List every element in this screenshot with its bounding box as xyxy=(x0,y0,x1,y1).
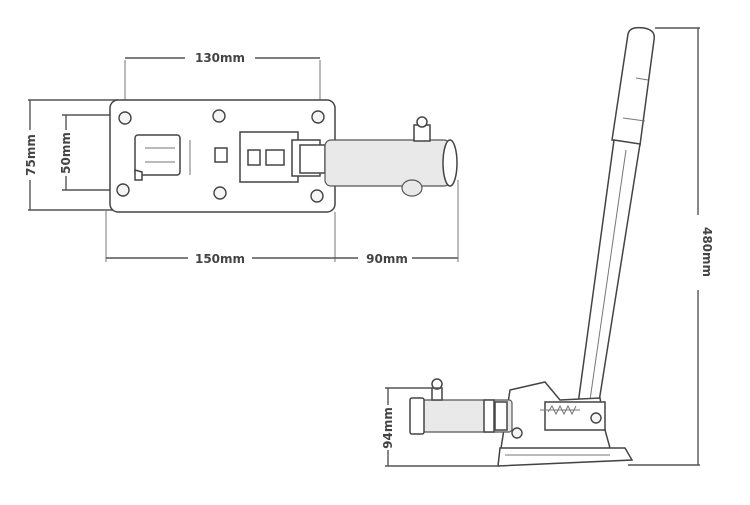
mount-hole xyxy=(212,109,226,123)
master-cylinder-side xyxy=(409,378,513,435)
label-150mm: 150mm xyxy=(195,252,245,266)
dimension-94mm: 94mm xyxy=(381,387,500,467)
top-view: 130mm 75mm 50mm xyxy=(24,51,459,266)
label-50mm: 50mm xyxy=(59,132,73,174)
lever-base xyxy=(497,381,634,467)
label-480mm: 480mm xyxy=(700,227,714,277)
mount-hole xyxy=(118,111,132,125)
label-94mm: 94mm xyxy=(381,407,395,449)
label-130mm: 130mm xyxy=(195,51,245,65)
mount-hole xyxy=(310,189,324,203)
master-cylinder-top xyxy=(324,116,458,197)
dimension-480mm: 480mm xyxy=(628,27,714,466)
dimension-90mm: 90mm xyxy=(335,180,459,266)
mount-hole xyxy=(213,186,227,200)
dimension-150mm: 150mm xyxy=(105,210,336,266)
label-75mm: 75mm xyxy=(24,134,38,176)
mounting-plate xyxy=(109,99,336,213)
mount-hole xyxy=(116,183,130,197)
dimension-75mm: 75mm xyxy=(24,99,118,211)
dimension-130mm: 130mm xyxy=(124,51,321,108)
side-view: 480mm xyxy=(381,26,714,467)
lever-handle xyxy=(577,26,656,409)
label-90mm: 90mm xyxy=(366,252,408,266)
dimension-50mm: 50mm xyxy=(59,114,112,191)
mount-hole xyxy=(311,110,325,124)
